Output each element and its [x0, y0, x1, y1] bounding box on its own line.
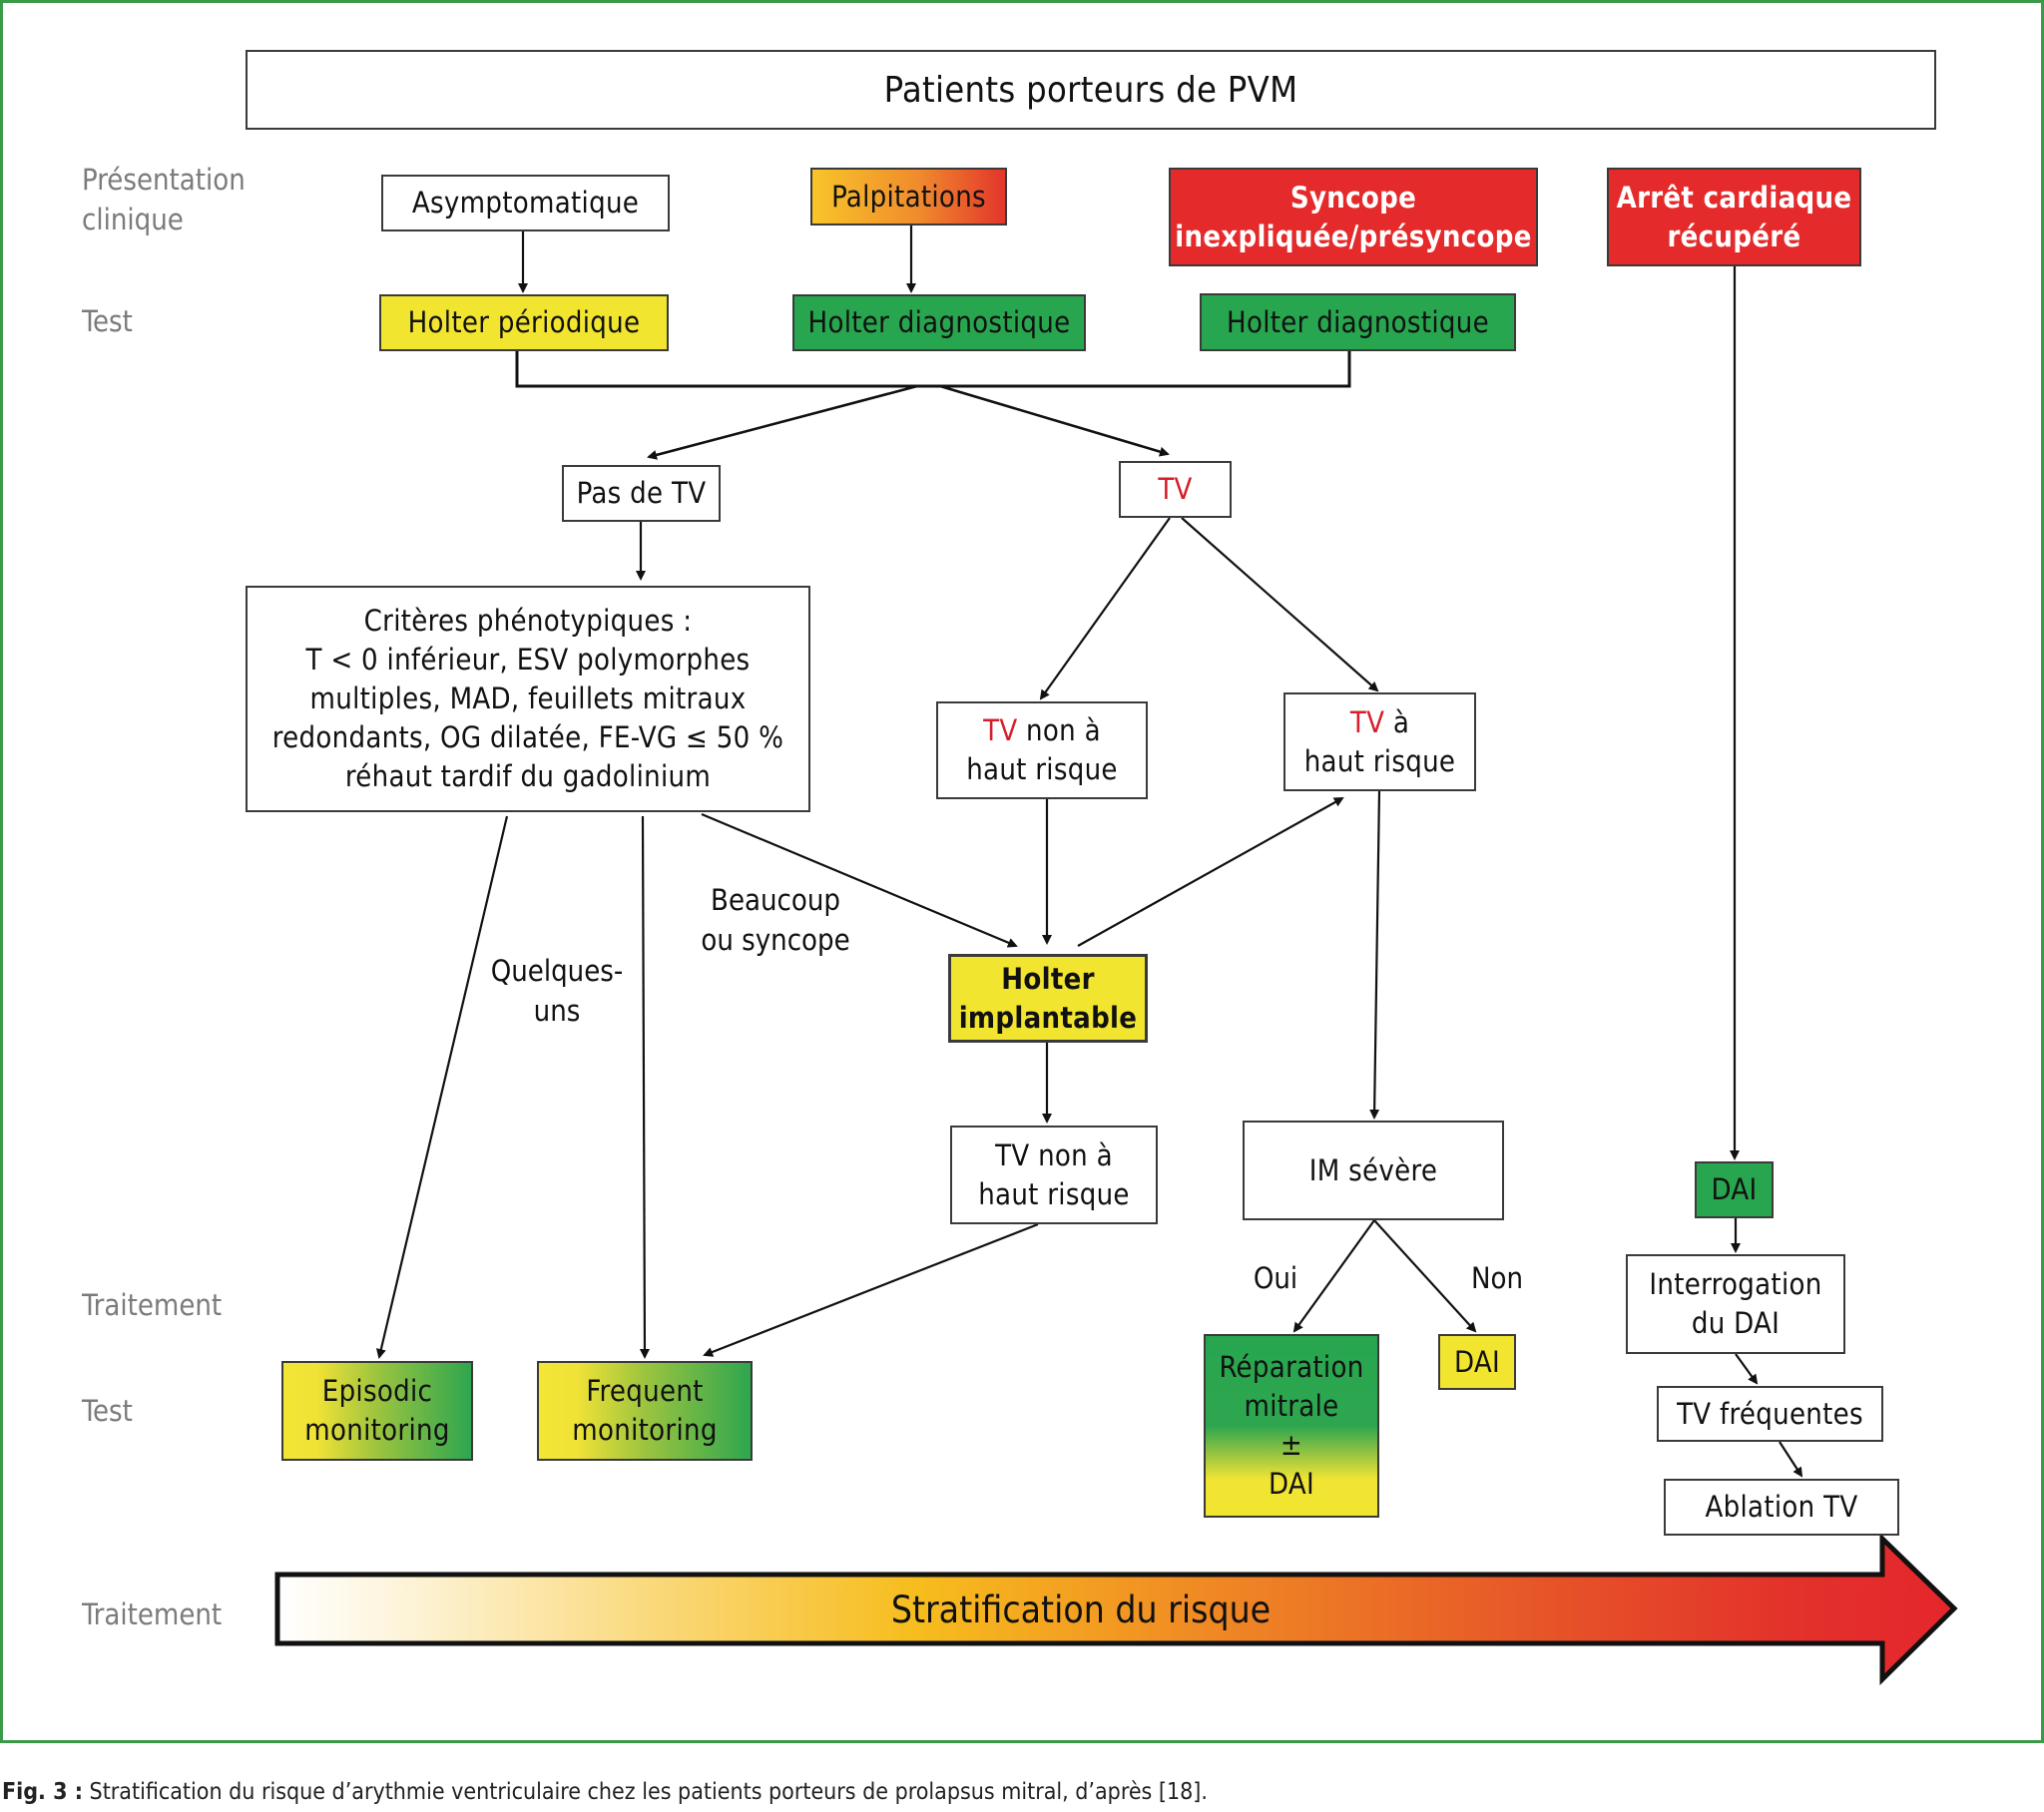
risk-arrow-label: Stratification du risque [890, 1587, 1272, 1631]
node-holter-implantable: Holter implantable [948, 954, 1148, 1043]
node-frequent-monitoring: Frequent monitoring [537, 1361, 753, 1461]
figure-frame [0, 0, 2044, 1743]
node-interrogation-dai: Interrogation du DAI [1626, 1254, 1845, 1354]
node-reparation-mitrale: Réparation mitrale ± DAI [1204, 1334, 1379, 1518]
node-asymptomatique: Asymptomatique [381, 175, 670, 231]
risk-stratification-arrow [274, 1533, 1958, 1685]
tv-highlight: TV [983, 713, 1018, 747]
node-arret-cardiaque: Arrêt cardiaque récupéré [1607, 168, 1861, 266]
node-im-severe: IM sévère [1243, 1121, 1504, 1220]
node-tv-frequentes: TV fréquentes [1657, 1386, 1883, 1442]
edge-im-non [1373, 1219, 1477, 1333]
edge-tvnon2-frequent [703, 1222, 1039, 1357]
caption-text: Stratification du risque d’arythmie vent… [82, 1779, 1208, 1805]
node-tv: TV [1119, 461, 1232, 518]
edge-implantable-tvhaut [1077, 797, 1344, 947]
edge-merge-tv [939, 384, 1170, 457]
node-criteres-phenotypiques: Critères phénotypiques : T < 0 inférieur… [246, 586, 810, 812]
node-pas-de-tv: Pas de TV [562, 465, 721, 522]
node-holter-periodique: Holter périodique [379, 294, 669, 351]
edge-im-oui [1292, 1219, 1375, 1333]
node-dai-non: DAI [1438, 1334, 1516, 1390]
node-dai-green: DAI [1695, 1161, 1774, 1218]
row-label-traitement-bottom: Traitement [82, 1597, 223, 1631]
node-holter-diagnostique-1: Holter diagnostique [792, 294, 1086, 351]
node-syncope: Syncope inexpliquée/présyncope [1169, 168, 1538, 266]
node-episodic-monitoring: Episodic monitoring [281, 1361, 473, 1461]
node-ablation-tv: Ablation TV [1664, 1479, 1899, 1536]
edge-label-quelques-uns: Quelques- uns [490, 954, 624, 1028]
edge-tv-non-haut [1039, 517, 1171, 700]
title-box: Patients porteurs de PVM [246, 50, 1936, 130]
edge-merge-pas-de-tv [647, 384, 918, 460]
node-tv-non-haut-risque-2: TV non à haut risque [950, 1126, 1158, 1224]
edge-criteres-implantable [701, 812, 1018, 948]
edge-interrogation-frequentes [1735, 1353, 1759, 1385]
edge-label-oui: Oui [1253, 1261, 1298, 1295]
edge-criteres-episodic [375, 815, 509, 1359]
edge-tvhaut-im [1369, 790, 1381, 1120]
row-label-traitement-mid: Traitement [82, 1288, 223, 1322]
node-holter-diagnostique-2: Holter diagnostique [1200, 293, 1516, 351]
row-label-test-top: Test [82, 304, 133, 338]
caption-prefix: Fig. 3 : [2, 1779, 83, 1805]
row-label-test-bottom: Test [82, 1394, 133, 1428]
edge-frequentes-ablation [1779, 1441, 1803, 1478]
figure-caption: Fig. 3 : Stratification du risque d’aryt… [2, 1779, 1208, 1805]
edge-tv-haut [1181, 517, 1379, 692]
edge-label-beaucoup: Beaucoup ou syncope [701, 883, 850, 957]
edge-criteres-frequent [639, 815, 650, 1359]
row-label-presentation: Présentation clinique [82, 163, 246, 236]
edge-label-non: Non [1470, 1261, 1523, 1295]
tv-highlight: TV [1349, 704, 1385, 739]
edge-merge-bracket [515, 351, 1351, 388]
title-text: Patients porteurs de PVM [883, 69, 1298, 111]
node-palpitations: Palpitations [810, 168, 1007, 226]
